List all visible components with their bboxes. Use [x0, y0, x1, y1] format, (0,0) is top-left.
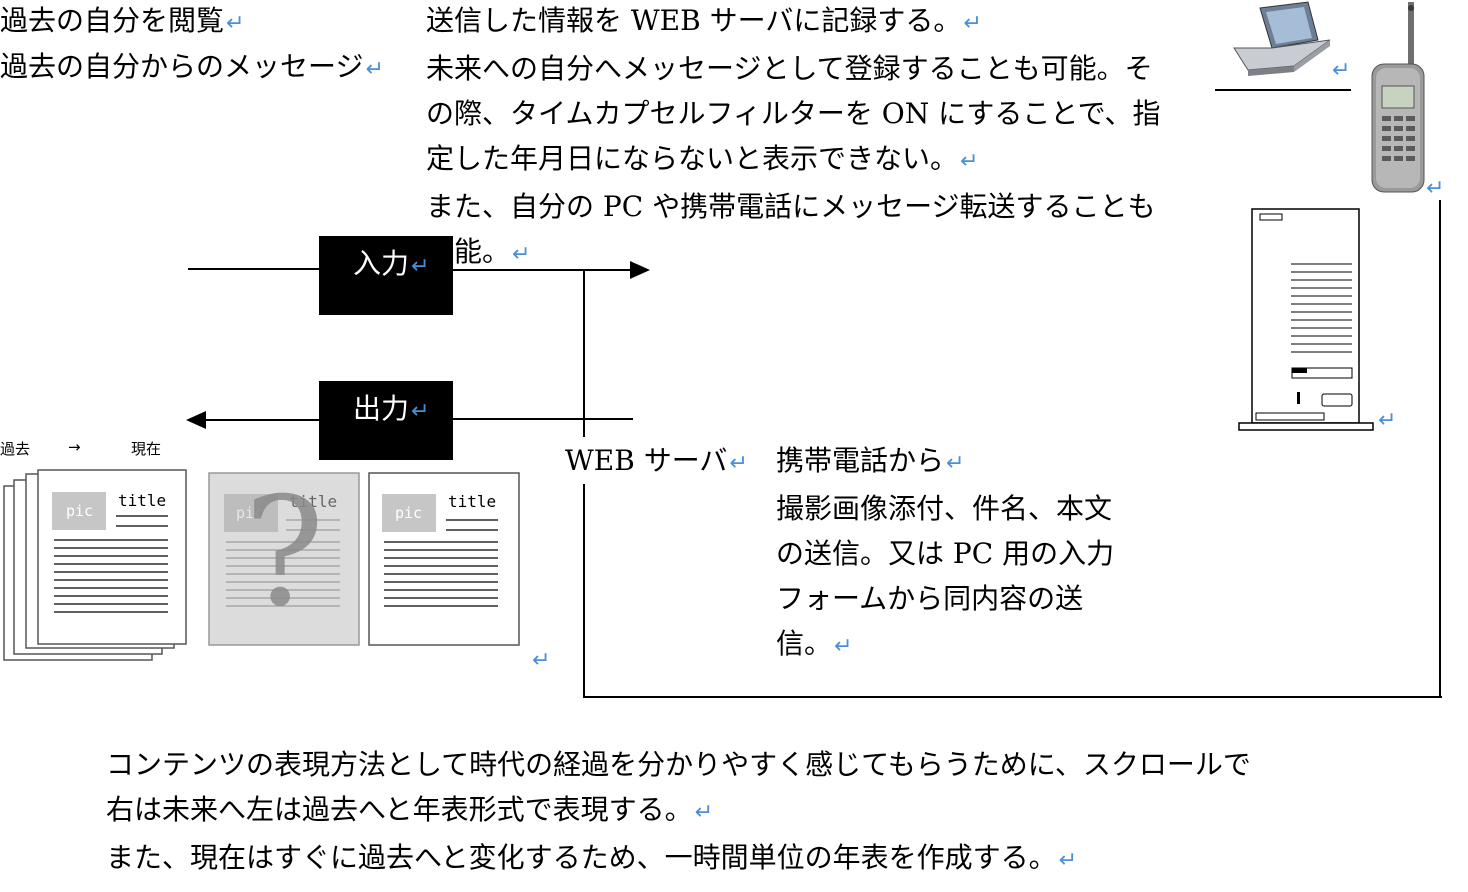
- server-tower-icon: [1238, 208, 1374, 431]
- question-mark-icon: ?: [244, 466, 325, 640]
- present-card: [368, 472, 520, 646]
- return-mark: ↵: [1378, 408, 1397, 433]
- output-box: 出力↵: [319, 381, 453, 460]
- input-arrow-head: [630, 261, 650, 279]
- server-frame-bottom: [583, 696, 1442, 698]
- card-pic-label: pic: [395, 504, 423, 522]
- input-box: 入力↵: [319, 236, 453, 315]
- card-title-label: title: [118, 491, 167, 510]
- return-mark: ↵: [532, 648, 551, 673]
- server-frame-left-lower: [583, 484, 585, 698]
- card-title-label: title: [289, 492, 338, 511]
- top-paragraph: 送信した情報を WEB サーバに記録する。↵ 未来への自分へメッセージとして登録…: [426, 4, 1161, 268]
- left-label-1: 過去の自分を閲覧↵: [0, 4, 245, 37]
- card-pic-label: pic: [236, 504, 264, 522]
- server-frame-left-upper: [583, 269, 585, 437]
- laptop-shelf-line: [1215, 89, 1351, 91]
- output-feed-line: [453, 418, 633, 420]
- mobile-description: 携帯電話から↵ 撮影画像添付、件名、本文 の送信。又は PC 用の入力 フォーム…: [776, 444, 1115, 660]
- output-arrow-head: [186, 411, 206, 429]
- timeline-past-label: 過去: [0, 440, 31, 458]
- web-server-label: WEB サーバ↵: [565, 444, 748, 477]
- return-mark: ↵: [1332, 58, 1351, 83]
- laptop-icon: [1233, 1, 1331, 76]
- unknown-card: [208, 472, 360, 646]
- server-frame-right: [1439, 200, 1441, 698]
- output-arrow-line: [204, 419, 320, 421]
- bottom-paragraph: コンテンツの表現方法として時代の経過を分かりやすく感じてもらうために、スクロール…: [106, 748, 1251, 874]
- card-title-label: title: [448, 492, 497, 511]
- input-arrow-line: [453, 269, 635, 271]
- past-card-stack: [3, 469, 187, 661]
- timeline-arrow: →: [68, 438, 81, 456]
- input-feed-line: [188, 268, 320, 270]
- mobile-phone-icon: [1371, 2, 1425, 193]
- return-mark: ↵: [1426, 176, 1445, 201]
- timeline-present-label: 現在: [131, 440, 162, 458]
- card-pic-label: pic: [66, 502, 94, 520]
- left-label-2: 過去の自分からのメッセージ↵: [0, 50, 384, 83]
